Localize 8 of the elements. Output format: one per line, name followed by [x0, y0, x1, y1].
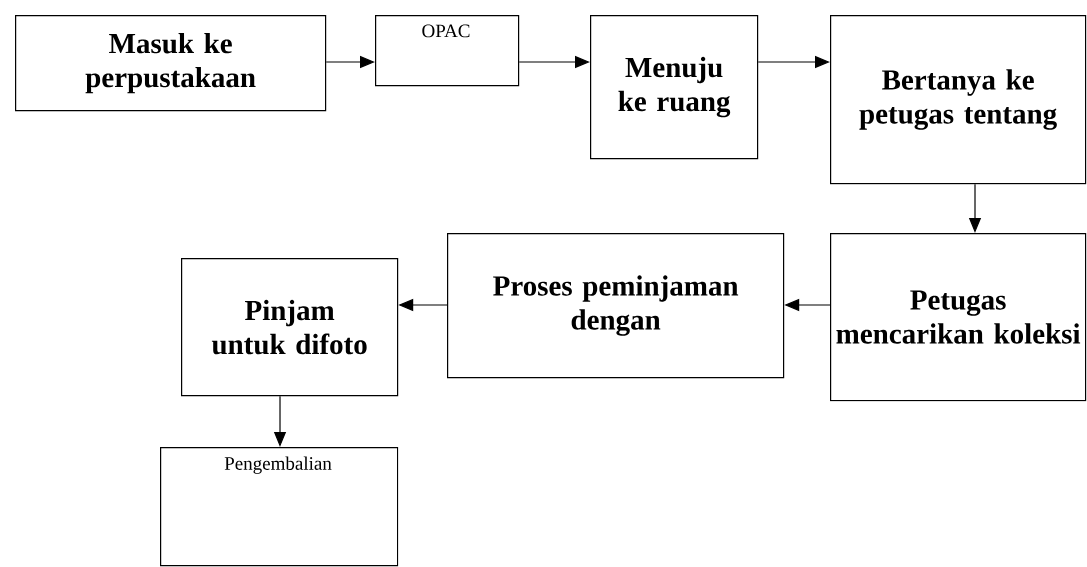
process-box: Proses peminjaman dengan [447, 233, 785, 379]
process-box: Bertanya ke petugas tentang [830, 15, 1087, 185]
process-box: Pengembalian [160, 447, 399, 567]
process-box: Petugas mencarikan koleksi [830, 233, 1087, 402]
process-box: Pinjam untuk difoto [181, 258, 399, 397]
process-box: Menuju ke ruang [590, 15, 759, 160]
process-box: Masuk ke perpustakaan [15, 15, 327, 112]
process-box: OPAC [375, 15, 520, 87]
